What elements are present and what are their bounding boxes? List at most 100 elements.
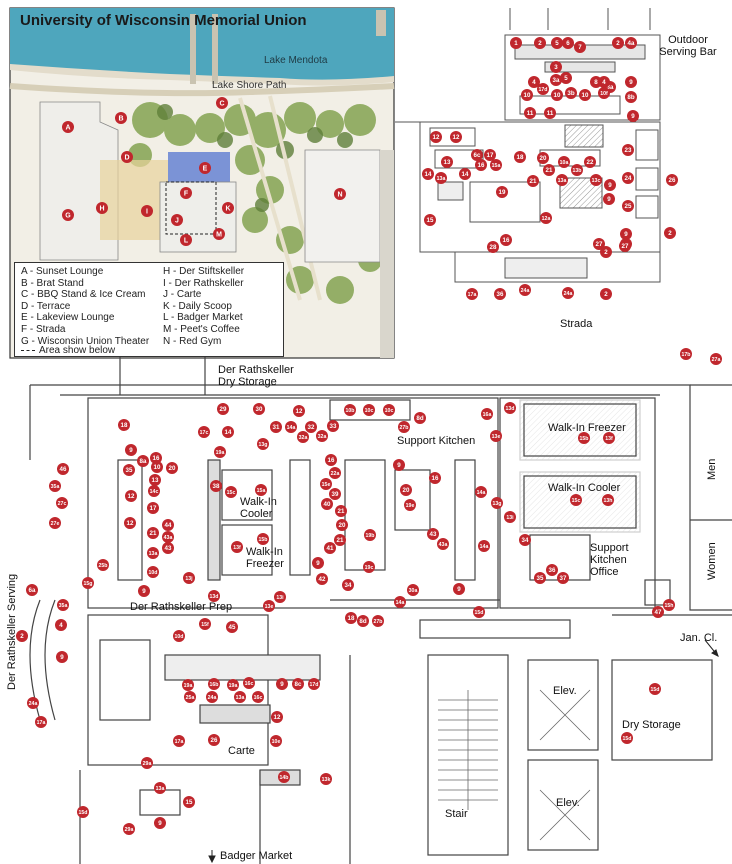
equipment-callout: 10b	[344, 404, 356, 416]
equipment-callout-circle	[271, 711, 283, 723]
equipment-callout-text: 24	[625, 175, 632, 182]
equipment-callout-circle	[225, 486, 237, 498]
equipment-callout-circle	[182, 679, 194, 691]
equipment-callout-text: 37	[560, 575, 567, 582]
equipment-callout-circle	[504, 402, 516, 414]
equipment-callout: 22	[584, 156, 596, 168]
equipment-callout: 13g	[491, 497, 503, 509]
equipment-callout: 9	[627, 110, 639, 122]
equipment-callout-circle	[206, 691, 218, 703]
equipment-callout: 17d	[308, 678, 320, 690]
equipment-callout: 43	[427, 528, 439, 540]
equipment-callout-circle	[478, 540, 490, 552]
equipment-callout-text: 3b	[567, 90, 574, 97]
carte-label: Carte	[228, 745, 255, 757]
equipment-callout-text: 47	[655, 609, 662, 616]
equipment-callout-text: 5	[555, 40, 559, 47]
equipment-callout-text: 19	[499, 189, 506, 196]
equipment-callout-circle	[57, 463, 69, 475]
equipment-callout: 13i	[504, 511, 516, 523]
equipment-callout-text: 10d	[149, 570, 158, 576]
equipment-callout: 13e	[490, 430, 502, 442]
equipment-callout: 15a	[255, 484, 267, 496]
equipment-callout-text: 33	[330, 423, 337, 430]
equipment-callout-text: 5	[564, 75, 568, 82]
equipment-callout-circle	[162, 542, 174, 554]
equipment-callout: 27b	[398, 421, 410, 433]
equipment-callout-text: 13a	[558, 178, 567, 184]
equipment-callout-circle	[16, 630, 28, 642]
equipment-callout-circle	[357, 615, 369, 627]
equipment-callout-text: 13e	[265, 604, 274, 610]
equipment-callout-circle	[35, 716, 47, 728]
map-letter-marker-circle	[121, 151, 133, 163]
equipment-callout-circle	[274, 591, 286, 603]
equipment-callout-circle	[293, 405, 305, 417]
equipment-callout-text: 10a	[560, 160, 569, 166]
equipment-callout-text: 20	[540, 155, 547, 162]
equipment-callout-text: 34	[345, 582, 352, 589]
map-letter-marker-circle	[199, 162, 211, 174]
equipment-callout-text: 16c	[254, 695, 263, 701]
equipment-callout-circle	[521, 89, 533, 101]
direction-arrows	[208, 639, 719, 864]
equipment-callout-circle	[198, 426, 210, 438]
equipment-callout: 16	[500, 234, 512, 246]
equipment-callout: 47	[652, 606, 664, 618]
equipment-callout-circle	[625, 91, 637, 103]
equipment-callout: 14	[422, 168, 434, 180]
equipment-callout-text: 9	[129, 447, 133, 454]
equipment-callout-circle	[227, 679, 239, 691]
equipment-callout: 9	[56, 651, 68, 663]
equipment-callout: 10c	[363, 404, 375, 416]
equipment-callout-circle	[210, 480, 222, 492]
equipment-callout: 13a	[435, 172, 447, 184]
equipment-callout-circle	[150, 452, 162, 464]
equipment-callout: 16	[150, 452, 162, 464]
equipment-callout-text: 14	[225, 429, 232, 436]
equipment-callout-text: 9	[316, 560, 320, 567]
equipment-callout: 13a	[154, 782, 166, 794]
equipment-callout-circle	[208, 678, 220, 690]
equipment-callout-circle	[336, 519, 348, 531]
legend-dashed-label: Area show below	[39, 345, 116, 356]
equipment-callout: 15a	[490, 159, 502, 171]
equipment-callout: 27e	[49, 517, 61, 529]
equipment-callout: 45	[226, 621, 238, 633]
equipment-callout-text: 9	[397, 462, 401, 469]
equipment-callout: 8d	[414, 412, 426, 424]
equipment-callout-circle	[527, 175, 539, 187]
walk-in-freezer-label-1: Walk-In Freezer	[548, 422, 626, 434]
equipment-callout: 21	[335, 505, 347, 517]
equipment-callout-text: 13a	[437, 176, 446, 182]
equipment-callout: 19a	[214, 446, 226, 458]
equipment-callout: 6	[562, 37, 574, 49]
equipment-callout: 17b	[680, 348, 692, 360]
equipment-callout: 16c	[243, 677, 255, 689]
equipment-callout: 34	[519, 534, 531, 546]
equipment-callout-circle	[622, 200, 634, 212]
map-letter-marker-text: E	[203, 165, 208, 172]
equipment-callout-text: 10	[154, 464, 161, 471]
equipment-callout-text: 16	[503, 237, 510, 244]
equipment-callout: 13e	[263, 600, 275, 612]
equipment-callout-circle	[600, 288, 612, 300]
equipment-callout: 15b	[257, 533, 269, 545]
equipment-callout-circle	[603, 432, 615, 444]
dry-storage-label: Dry Storage	[622, 719, 681, 731]
equipment-callout-circle	[270, 421, 282, 433]
equipment-callout-circle	[494, 288, 506, 300]
support-kitchen-label: Support Kitchen	[397, 435, 476, 447]
rathskeller-prep-label: Der Rathskeller Prep	[130, 601, 233, 613]
equipment-callout-text: 9	[158, 820, 162, 827]
equipment-callout-text: 25b	[99, 563, 108, 569]
equipment-callout: 19a	[182, 679, 194, 691]
equipment-callout: 17c	[198, 426, 210, 438]
map-letter-marker-circle	[115, 112, 127, 124]
equipment-callout: 36	[494, 288, 506, 300]
equipment-callout-circle	[534, 37, 546, 49]
equipment-callout-circle	[166, 462, 178, 474]
equipment-callout-text: 15f	[201, 622, 209, 628]
equipment-callout-text: 11	[527, 110, 534, 117]
map-letter-marker-text: L	[184, 237, 189, 244]
